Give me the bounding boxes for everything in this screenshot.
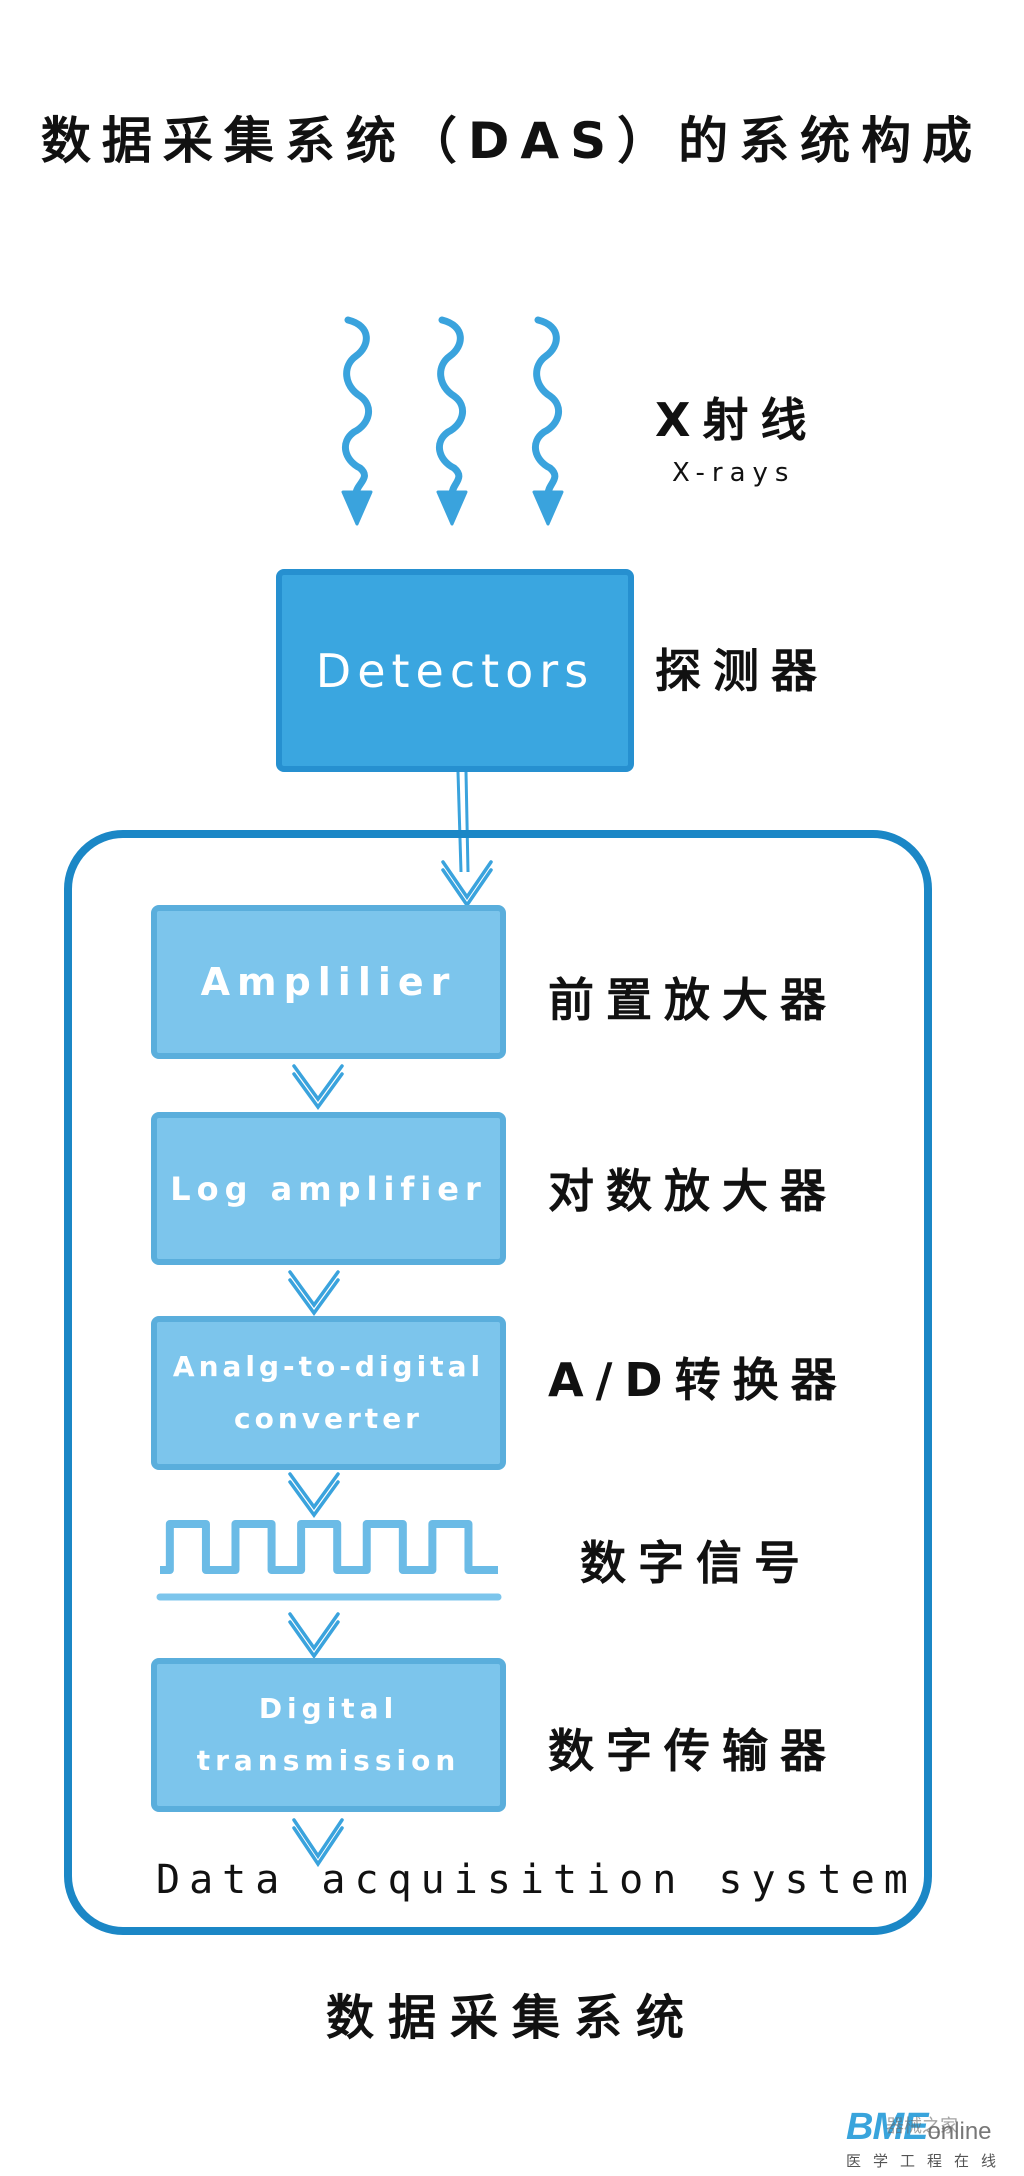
ad-converter-label-cn: A/D转换器 (548, 1353, 849, 1407)
log-amplifier-label-cn: 对数放大器 (548, 1164, 838, 1218)
amplifier-box: Amplilier (151, 905, 506, 1059)
watermark: BMEonline 器械之家 医学工程在线 (846, 2106, 1024, 2176)
xray-label-en: X-rays (672, 458, 796, 488)
page-title: 数据采集系统（DAS）的系统构成 (40, 112, 984, 170)
amplifier-label-en: Amplilier (200, 960, 457, 1004)
xray-arrow-icon (532, 316, 564, 526)
chevron-down-icon (292, 1064, 344, 1110)
ad-converter-label-line2: converter (233, 1402, 423, 1435)
detectors-label-en: Detectors (315, 643, 595, 698)
chevron-down-icon (288, 1612, 340, 1660)
bottom-title: 数据采集系统 (325, 1990, 698, 2046)
detector-connector (456, 771, 470, 873)
flow-chevrons (288, 860, 493, 1868)
digital-signal-label-cn: 数字信号 (580, 1536, 812, 1590)
watermark-subtitle: 医学工程在线 (846, 2152, 1009, 2170)
detectors-box: Detectors (276, 569, 634, 772)
digital-transmission-label-line1: Digital (258, 1692, 399, 1725)
digital-signal-wave (156, 1520, 502, 1601)
digital-transmission-label-line2: transmission (196, 1744, 461, 1777)
detectors-label-cn: 探测器 (655, 644, 829, 698)
square-wave-line (160, 1520, 498, 1574)
chevron-down-icon (288, 1472, 340, 1518)
watermark-logo: BME (846, 2106, 928, 2148)
ad-converter-box: Analg-to-digital converter (151, 1316, 506, 1470)
chevron-down-icon (292, 1818, 344, 1868)
amplifier-label-cn: 前置放大器 (548, 973, 838, 1027)
log-amplifier-box: Log amplifier (151, 1112, 506, 1265)
watermark-overlay: 器械之家 (886, 2116, 958, 2137)
das-container-label: Data acquisition system (156, 1857, 917, 1903)
xray-arrows (341, 316, 564, 526)
xray-arrow-icon (341, 316, 373, 526)
watermark-logo-suffix: online (927, 2118, 992, 2145)
log-amplifier-label-en: Log amplifier (170, 1169, 487, 1208)
chevron-down-icon (288, 1270, 340, 1316)
digital-transmission-box: Digital transmission (151, 1658, 506, 1812)
digital-transmission-label-cn: 数字传输器 (548, 1724, 838, 1778)
xray-arrow-icon (436, 316, 468, 526)
das-container-border (64, 830, 932, 1935)
xray-label-cn: X射线 (655, 393, 819, 447)
ad-converter-label-line1: Analg-to-digital (172, 1350, 485, 1383)
